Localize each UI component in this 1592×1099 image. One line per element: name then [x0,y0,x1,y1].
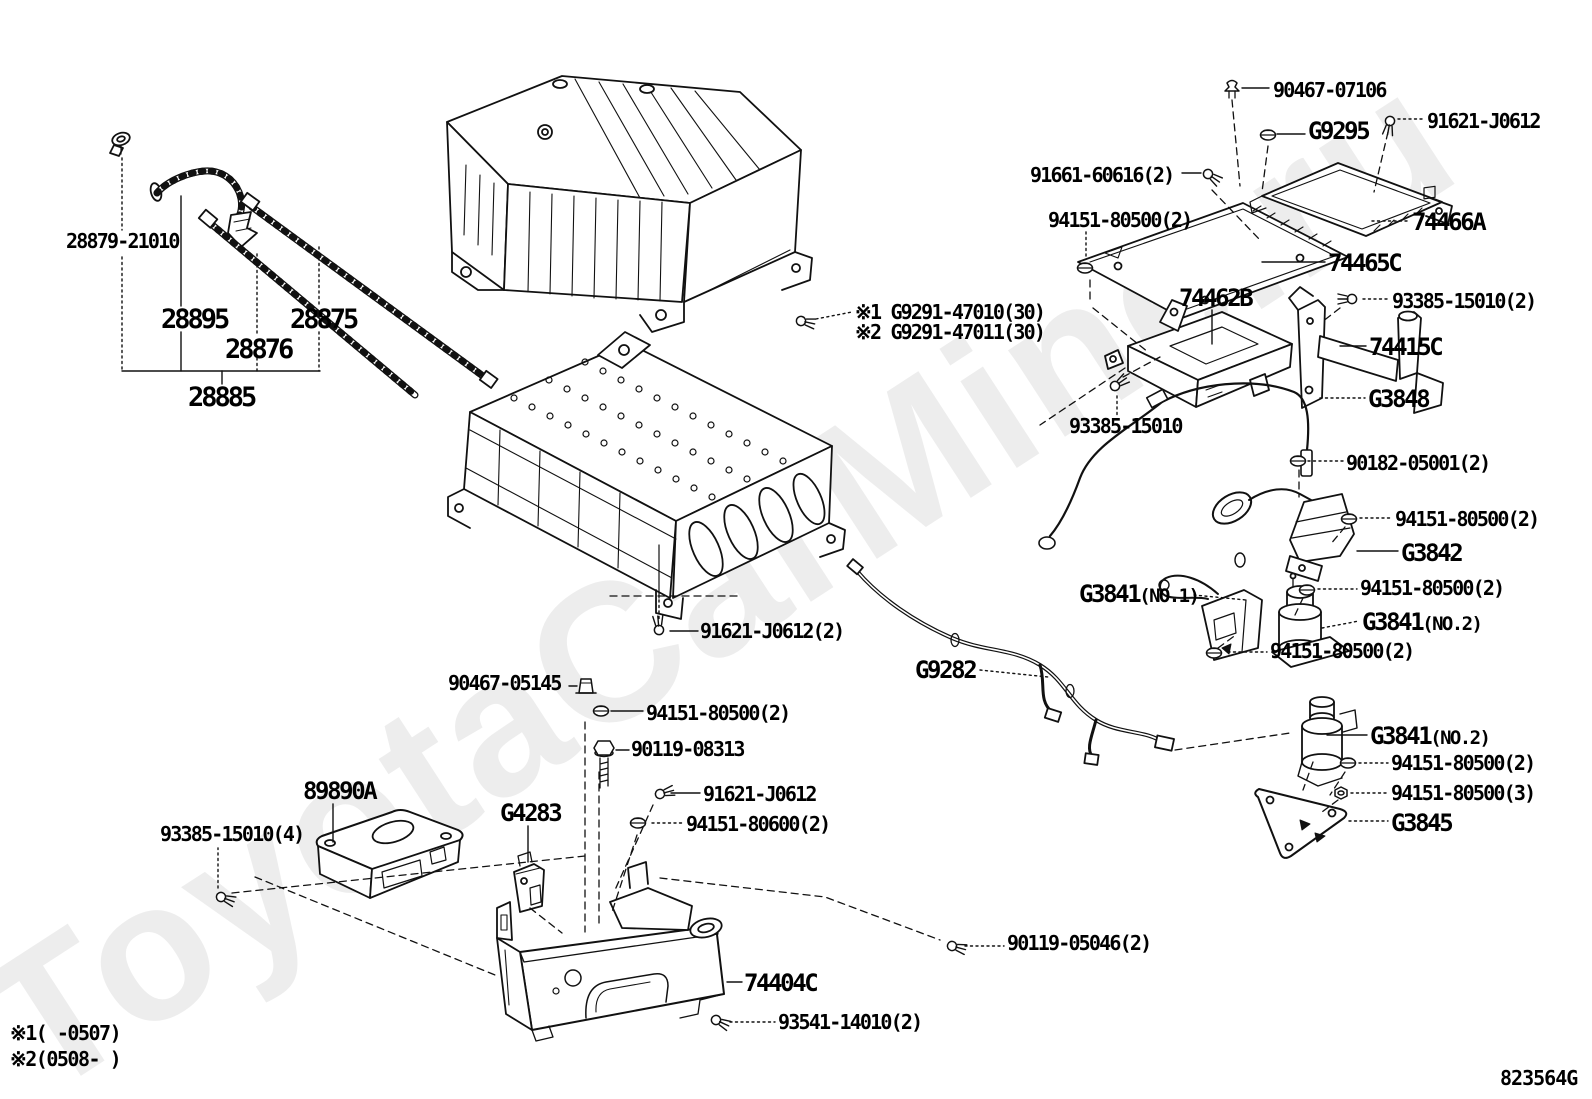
part-label-93385-15010-4: 93385-15010(4) [160,822,305,846]
part-label-91621-J0612-top: 91621-J0612 [1427,109,1541,133]
part-label-93385-15010-2: 93385-15010(2) [1392,289,1537,313]
hv-battery-module-drawing [447,331,846,620]
part-label-28876: 28876 [225,334,294,365]
harness-G9282-drawing [846,558,1175,766]
part-label-74404C: 74404C [744,969,819,997]
label-bracket-lines [121,157,321,385]
part-label-28875: 28875 [290,304,359,335]
part-label-G3842: G3842 [1401,539,1464,567]
footnote-1: ※1( -0507) [10,1021,122,1045]
footnote-2: ※2(0508- ) [10,1047,122,1071]
part-label-94151-80500-a: 94151-80500(2) [1048,208,1193,232]
bracket-74415C-drawing [1288,185,1444,414]
part-label-28879-21010: 28879-21010 [66,229,180,253]
part-label-90119-05046: 90119-05046(2) [1007,931,1152,955]
plate-G3845-drawing [1254,788,1348,859]
part-label-93385-15010: 93385-15010 [1069,414,1183,438]
part-label-91621-J0612-b: 91621-J0612 [703,782,817,806]
part-label-90467-07106: 90467-07106 [1273,78,1387,102]
part-label-94151-80500-f: 94151-80500(2) [646,701,791,725]
part-label-G4283: G4283 [500,799,563,827]
part-label-28895: 28895 [161,304,230,335]
wire-G3848-drawing [1038,382,1313,568]
relay-G3841-no1-drawing [1158,574,1263,661]
part-label-93541-14010: 93541-14010(2) [778,1010,923,1034]
part-label-74466A: 74466A [1412,208,1487,236]
part-label-28885: 28885 [188,382,257,413]
part-label-G3848: G3848 [1368,385,1431,413]
hose-28875-drawing [239,191,499,389]
part-label-74465C: 74465C [1328,249,1403,277]
relay-G3841-no2-lower-drawing [1297,696,1358,787]
part-label-94151-80500-d: 94151-80500(2) [1270,639,1415,663]
hose-28876-drawing [197,208,419,399]
bolt-90119-08313 [593,740,615,789]
part-label-94151-80500-3: 94151-80500(3) [1391,781,1536,805]
part-label-G3841-no1: G3841(NO.1) [1079,580,1200,608]
bracket-G3842-drawing [1211,488,1355,582]
part-label-74462B: 74462B [1179,284,1254,312]
ecu-89890A-drawing [315,809,464,899]
part-label-74415C: 74415C [1369,333,1444,361]
leader-lines [217,87,1425,1023]
part-label-89890A: 89890A [303,777,378,805]
sheet-code: 823564G [1500,1066,1578,1090]
fastener-glyphs [214,79,1397,1032]
part-label-G3841-no2b: G3841(NO.2) [1370,722,1491,750]
part-label-G9282: G9282 [915,656,978,684]
cover-74465C-drawing [1077,202,1349,319]
hose-28895-drawing [149,167,258,248]
part-label-90119-08313: 90119-08313 [631,737,745,761]
cover-74466A-drawing [1249,162,1453,237]
part-label-90182-05001: 90182-05001(2) [1346,451,1491,475]
part-label-94151-80600: 94151-80600(2) [686,812,831,836]
part-label-94151-80500-e: 94151-80500(2) [1391,751,1536,775]
part-label-G9291-47010: ※1 G9291-47010(30) [855,300,1046,324]
part-label-94151-80500-c: 94151-80500(2) [1360,576,1505,600]
alignment-dashed-lines [231,99,1389,976]
part-label-G9295: G9295 [1308,117,1371,145]
part-label-91621-J0612-2: 91621-J0612(2) [700,619,845,643]
part-label-G3845: G3845 [1391,809,1454,837]
part-label-G3841-no2a: G3841(NO.2) [1362,608,1483,636]
bracket-74404C-drawing [496,861,725,1042]
part-label-94151-80500-b: 94151-80500(2) [1395,507,1540,531]
part-label-91661-60616: 91661-60616(2) [1030,163,1175,187]
clamp-28879-drawing [109,131,131,157]
part-G4283-drawing [513,851,545,913]
hv-battery-cover-drawing [446,75,813,333]
part-label-G9291-47011: ※2 G9291-47011(30) [855,320,1046,344]
part-label-90467-05145: 90467-05145 [448,671,562,695]
bracket-74462B-drawing [1104,299,1293,408]
